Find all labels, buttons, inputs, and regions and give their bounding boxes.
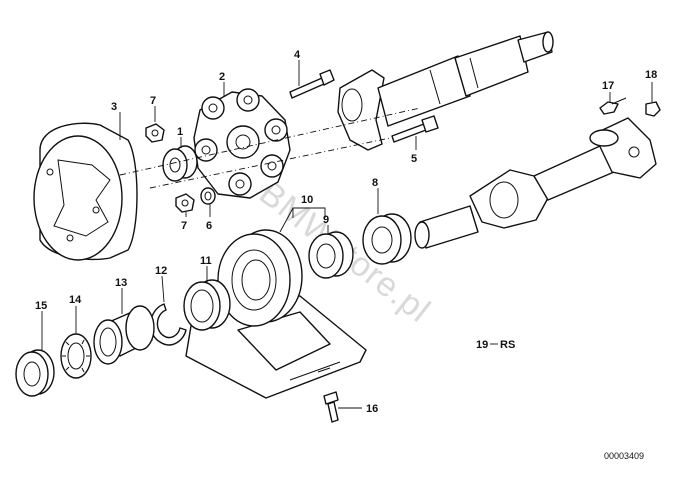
part-13-sleeve: [93, 305, 155, 365]
part-4-bolt: [289, 69, 335, 99]
callout-4: 4: [294, 49, 301, 61]
callout-10: 10: [301, 194, 313, 206]
callout-12: 12: [155, 265, 167, 277]
leader-lines: [41, 60, 653, 409]
callouts: 1 2 3 4 5 6 7 7 8 9 10 11 12 13 14 15 16…: [35, 49, 657, 415]
callout-13: 13: [115, 277, 127, 289]
part-5-bolt: [391, 115, 439, 143]
part-18-nut: [645, 101, 661, 117]
part-7-nut-lower: [175, 193, 195, 213]
part-2-flexible-disc: [193, 88, 291, 199]
callout-8: 8: [372, 177, 378, 189]
part-9-bearing: [308, 231, 354, 279]
callout-18: 18: [645, 69, 657, 81]
callout-17: 17: [602, 80, 614, 92]
callout-9: 9: [323, 214, 329, 226]
callout-rs: RS: [500, 339, 515, 351]
callout-15: 15: [35, 300, 47, 312]
part-17-bolt: [599, 97, 627, 115]
part-10-center-bearing: [185, 229, 367, 399]
callout-3: 3: [111, 101, 117, 113]
part-11-ring: [183, 279, 231, 331]
front-drive-shaft: [337, 31, 554, 151]
callout-7-upper: 7: [150, 95, 156, 107]
part-7-nut-upper: [145, 123, 165, 143]
part-14-lock-washer: [60, 333, 92, 379]
callout-7-lower: 7: [181, 220, 187, 232]
callout-11: 11: [200, 255, 212, 267]
callout-19: 19: [476, 339, 488, 351]
part-8-bearing: [362, 213, 412, 265]
callout-1: 1: [177, 126, 183, 138]
callout-2: 2: [219, 71, 225, 83]
rear-drive-shaft: [414, 117, 657, 249]
callout-14: 14: [69, 294, 82, 306]
part-12-circlip: [150, 303, 187, 346]
part-1-centering-sleeve: [162, 145, 198, 182]
part-6-washer: [200, 187, 216, 205]
callout-16: 16: [366, 403, 378, 415]
axis-line-upper: [119, 107, 421, 176]
part-3-vibration-damper: [33, 122, 138, 261]
part-15-dust-cover: [15, 349, 55, 397]
document-number: 00003409: [604, 451, 644, 461]
callout-5: 5: [411, 153, 417, 165]
axis-line-lower: [149, 137, 391, 189]
callout-6: 6: [206, 220, 212, 232]
part-16-bolt: [323, 391, 339, 423]
